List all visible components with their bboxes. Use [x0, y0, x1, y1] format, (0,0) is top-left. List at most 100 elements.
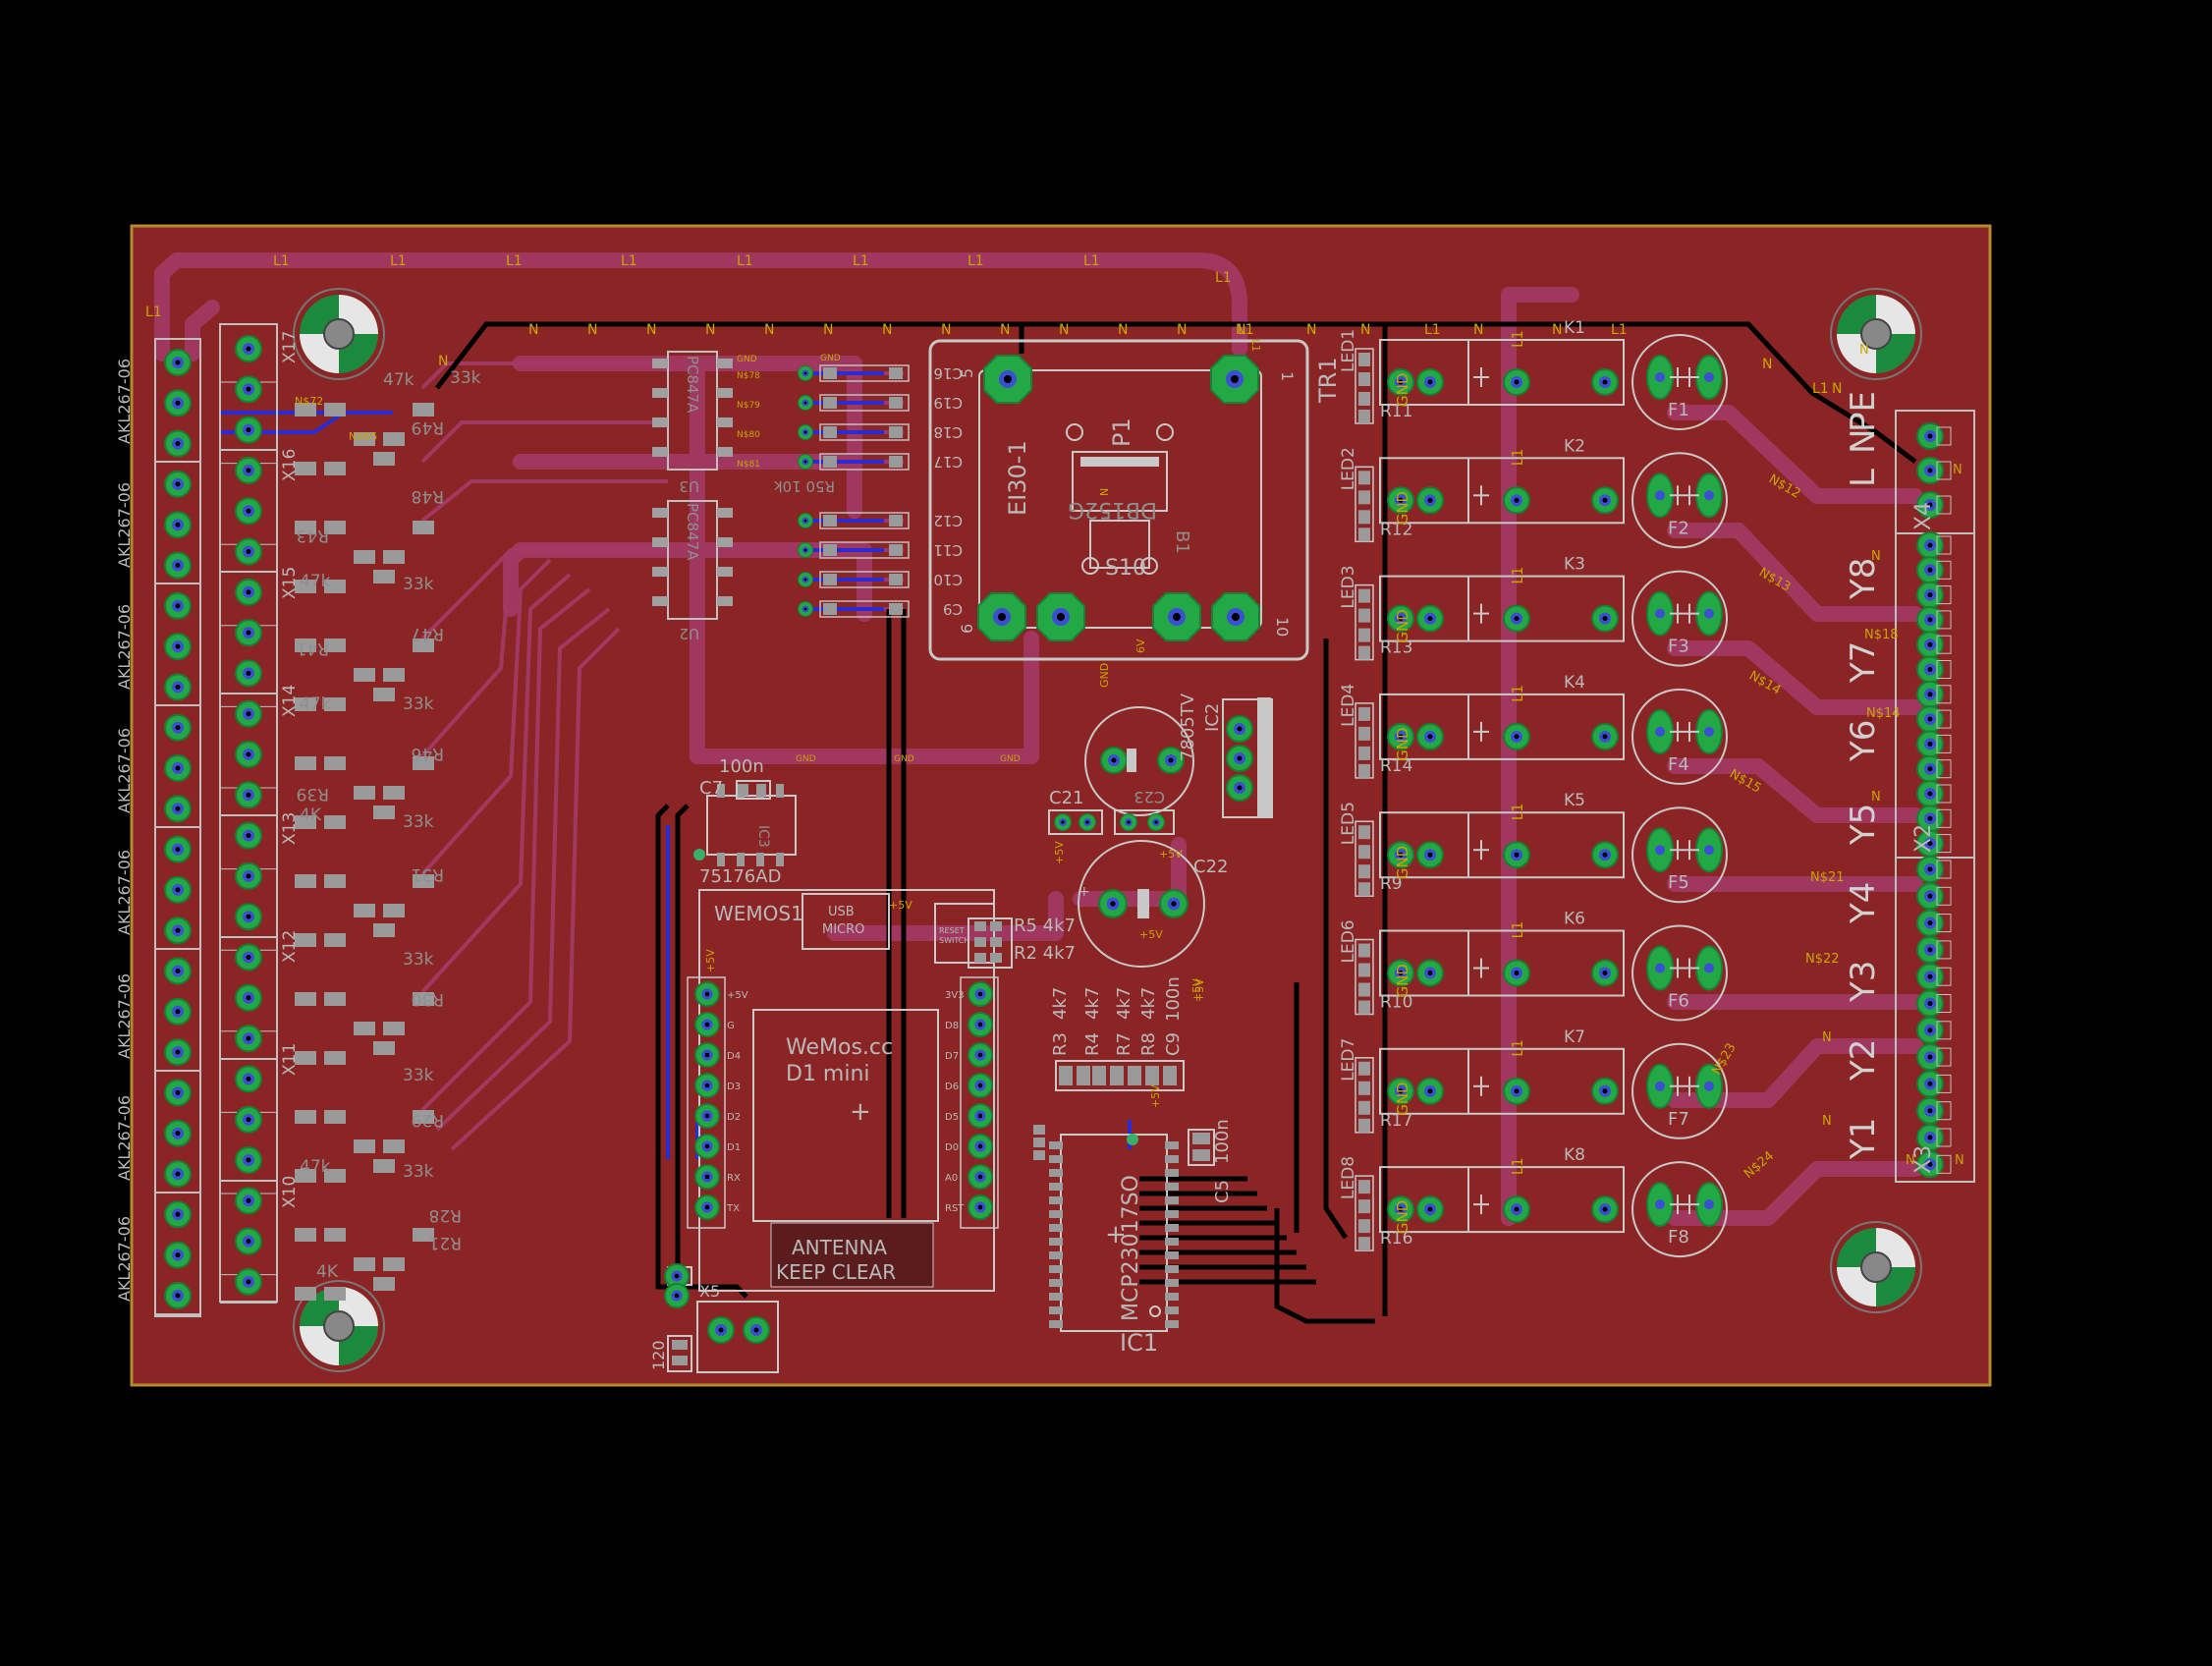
svg-text:+: +: [1105, 1220, 1127, 1250]
svg-text:N: N: [1871, 549, 1881, 564]
svg-text:MCP23017SO: MCP23017SO: [1119, 1175, 1143, 1321]
svg-text:N: N: [1306, 322, 1316, 338]
ic-pin: [1165, 1183, 1179, 1191]
transformer-block: EI30-1 P1 S10 DB152G B1 5 1 6 10 TR1 N 6…: [928, 339, 1342, 688]
smd-pad: [295, 933, 316, 947]
smd-pad: [295, 639, 316, 652]
terminal-pad: [235, 1187, 262, 1215]
optocoupler-cap-label: C18: [933, 423, 963, 441]
svg-text:L1: L1: [1509, 567, 1526, 584]
rs485-transceiver: C7 100n 75176AD IC3 X5 120: [649, 756, 797, 1373]
terminal-pad: [235, 578, 262, 606]
svg-text:33k: 33k: [403, 950, 434, 970]
svg-text:GND: GND: [1394, 373, 1411, 407]
optocoupler-cap-label: C12: [933, 512, 963, 529]
svg-text:N: N: [528, 322, 538, 338]
terminal-pad: [235, 537, 262, 566]
terminal-pad: [164, 349, 192, 376]
svg-text:R14: R14: [1380, 756, 1412, 776]
terminal-pad: [164, 997, 192, 1026]
svg-text:N: N: [1059, 322, 1069, 338]
svg-text:N: N: [1822, 1030, 1832, 1045]
svg-text:N: N: [1822, 1114, 1832, 1129]
terminal-pad: [164, 633, 192, 661]
smd-pad: [354, 1139, 375, 1153]
svg-text:GND: GND: [1394, 846, 1411, 879]
wemos-pin: [694, 1194, 720, 1220]
ic-pin: [1165, 1210, 1179, 1218]
smd-pad: [383, 668, 405, 682]
optocoupler-cap-label: C9: [943, 600, 963, 618]
svg-text:R30: R30: [412, 989, 444, 1009]
svg-text:F7: F7: [1668, 1109, 1689, 1130]
svg-text:RESET: RESET: [939, 926, 965, 935]
svg-text:PC847A: PC847A: [684, 503, 701, 561]
svg-text:L1: L1: [273, 253, 290, 269]
smd-pad: [373, 923, 395, 937]
ic-pin: [1049, 1251, 1063, 1259]
via: [798, 572, 813, 587]
terminal-pad: [235, 335, 262, 362]
svg-text:N: N: [1832, 381, 1842, 397]
ic-pin: [1165, 1169, 1179, 1177]
terminal-pad: [164, 916, 192, 945]
wemos-pin-label: D6: [945, 1082, 959, 1092]
terminal-pad: [235, 983, 262, 1012]
ic-pin: [1165, 1238, 1179, 1246]
svg-text:L1: L1: [1509, 1157, 1526, 1175]
svg-text:K3: K3: [1564, 555, 1585, 575]
svg-text:L1: L1: [1509, 685, 1526, 702]
wemos-pin: [968, 1194, 993, 1220]
svg-text:N$72: N$72: [295, 395, 323, 408]
wemos-pin-label: A0: [945, 1173, 958, 1184]
optocoupler-cap-label: C17: [933, 453, 963, 471]
terminal-pad: [164, 1038, 192, 1067]
smd-pad: [324, 697, 346, 711]
terminal-pad: [235, 1146, 262, 1174]
svg-text:R7: R7: [1114, 1032, 1134, 1056]
svg-text:R16: R16: [1380, 1229, 1412, 1249]
terminal-pad: [164, 1119, 192, 1147]
svg-text:F4: F4: [1668, 754, 1689, 775]
svg-text:N: N: [823, 322, 833, 338]
svg-text:N: N: [941, 322, 951, 338]
via: [798, 424, 813, 440]
svg-text:F2: F2: [1668, 518, 1689, 538]
wemos-pin: [968, 981, 993, 1007]
svg-text:N: N: [1118, 322, 1128, 338]
svg-text:WeMos.cc: WeMos.cc: [786, 1035, 893, 1060]
svg-text:GND: GND: [1394, 964, 1411, 997]
svg-text:N: N: [1859, 343, 1869, 358]
svg-text:F1: F1: [1668, 400, 1689, 420]
wemos-pin-label: D0: [945, 1142, 959, 1153]
wemos-pin-label: D7: [945, 1051, 959, 1062]
svg-text:IC3: IC3: [755, 825, 771, 848]
wemos-pin: [968, 1134, 993, 1159]
svg-text:N: N: [1177, 322, 1187, 338]
svg-text:MICRO: MICRO: [822, 922, 864, 937]
ic-pin: [1165, 1155, 1179, 1163]
svg-text:10: 10: [1273, 617, 1292, 637]
svg-text:LED5: LED5: [1339, 802, 1358, 845]
smd-pad: [383, 1257, 405, 1271]
svg-text:+5V: +5V: [704, 949, 717, 972]
ic-pin: [1165, 1141, 1179, 1149]
svg-text:B1: B1: [1172, 530, 1192, 554]
smd-pad: [295, 1228, 316, 1242]
terminal-pad: [235, 741, 262, 768]
smd-pad: [324, 1169, 346, 1183]
smd-pad: [383, 1139, 405, 1153]
terminal-pad: [164, 1200, 192, 1229]
svg-text:100n: 100n: [1212, 1119, 1233, 1164]
svg-text:X3: X3: [1911, 1145, 1936, 1174]
svg-text:33k: 33k: [403, 694, 434, 714]
relay-channels: K1LED1R11GNDL1F1K2LED2R12GNDL1F2K3LED3R1…: [1339, 318, 1728, 1258]
via: [798, 601, 813, 617]
smd-pad: [324, 1051, 346, 1065]
svg-text:33k: 33k: [403, 575, 434, 594]
smd-pad: [295, 1051, 316, 1065]
svg-text:R50 10k: R50 10k: [774, 477, 835, 495]
